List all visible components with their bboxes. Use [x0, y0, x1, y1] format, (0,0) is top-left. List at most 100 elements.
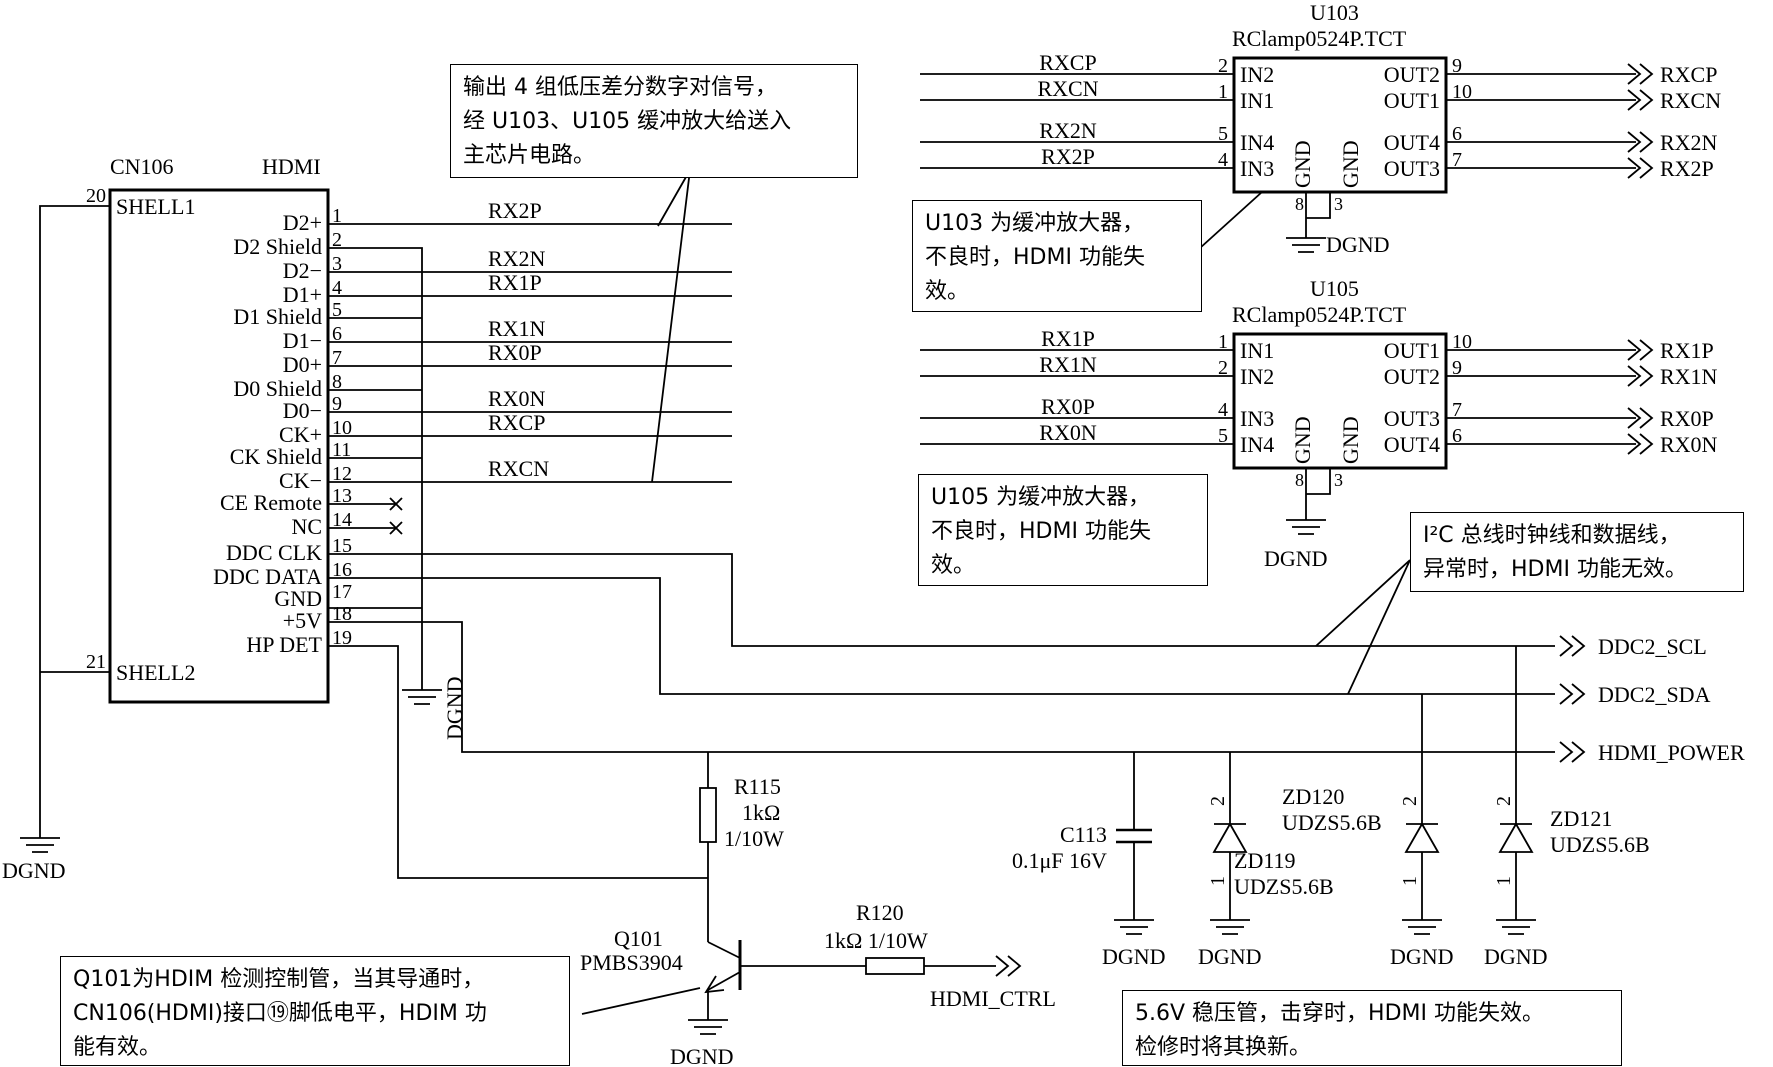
signal-arrow-icon [1627, 407, 1654, 429]
r115-ref: R115 [734, 774, 781, 799]
net-label: RX1P [488, 270, 542, 295]
u105-output-pin-label: OUT2 [1384, 364, 1440, 389]
u105-dgnd-label: DGND [1264, 546, 1328, 571]
note-line: 输出 4 组低压差分数字对信号， [463, 75, 777, 100]
u103-input-net: RX2P [1041, 144, 1095, 169]
u105-part: RClamp0524P.TCT [1232, 302, 1407, 327]
cn106-pin-number: 9 [332, 393, 342, 415]
u105-input-pin-label: IN4 [1240, 432, 1274, 457]
u103-dgnd-label: DGND [1326, 232, 1390, 257]
cn106-type: HDMI [262, 154, 321, 179]
u103-output-pin-number: 7 [1452, 149, 1462, 171]
cn106-pin-number: 15 [332, 535, 352, 557]
u105-output-pin-number: 7 [1452, 399, 1462, 421]
i2c-note: I²C 总线时钟线和数据线， 异常时，HDMI 功能无效。 [1410, 512, 1744, 592]
zener-cathode-pin: 2 [1207, 796, 1229, 806]
r120-body [865, 957, 925, 975]
dgnd-label-vertical: DGND [442, 676, 467, 740]
q101-note-pointer [581, 987, 701, 1015]
r120-ref: R120 [856, 900, 904, 925]
u103-part: RClamp0524P.TCT [1232, 26, 1407, 51]
cn106-pin-number: 8 [332, 371, 342, 393]
u103-output-pin-number: 10 [1452, 81, 1472, 103]
zd120-ref: ZD120 [1282, 784, 1344, 809]
nc-cross-icon [389, 521, 403, 535]
cn106-pin-number: 1 [332, 205, 342, 227]
signal-arrow-icon [1627, 131, 1654, 153]
r115-value: 1kΩ [742, 800, 780, 825]
cn106-pin-number: 20 [86, 185, 106, 207]
cn106-pin-label: CK− [279, 468, 322, 493]
u103-input-pin-number: 4 [1218, 149, 1228, 171]
note-line: 不良时，HDMI 功能失 [925, 245, 1145, 270]
u103-input-net: RX2N [1039, 118, 1097, 143]
u105-input-pin-label: IN2 [1240, 364, 1274, 389]
note-line: 经 U103、U105 缓冲放大给送入 [463, 109, 792, 134]
sda-arrow [1559, 683, 1586, 705]
cn106-pin-label: D2− [283, 258, 322, 283]
shield-bus [328, 247, 423, 690]
u103-ref: U103 [1310, 0, 1359, 25]
note-line: 异常时，HDMI 功能无效。 [1423, 557, 1687, 582]
u103-gnd-pin-8: 8 [1295, 194, 1304, 214]
u103-output-pin-number: 9 [1452, 55, 1462, 77]
u105-output-pin-label: OUT4 [1384, 432, 1440, 457]
u103-body [1232, 56, 1448, 194]
zener-cathode-pin: 2 [1399, 796, 1421, 806]
ddc-data-wire [328, 577, 1555, 695]
cn106-pin-label: D2 Shield [233, 234, 322, 259]
zener-dgnd-label: DGND [1484, 944, 1548, 969]
u105-output-pin-number: 6 [1452, 425, 1462, 447]
cn106-pin-number: 12 [332, 463, 352, 485]
u103-output-net: RX2N [1660, 130, 1718, 155]
output-signals-note: 输出 4 组低压差分数字对信号， 经 U103、U105 缓冲放大给送入 主芯片… [450, 64, 858, 178]
u105-ground-symbol [1286, 519, 1326, 535]
cn106-pin-number: 14 [332, 509, 352, 531]
cn106-pin-label: CK+ [279, 422, 322, 447]
cn106-pin-number: 13 [332, 485, 352, 507]
cn106-pin-label: D2+ [283, 210, 322, 235]
signal-arrow-icon [1627, 157, 1654, 179]
cn106-pin-number: 21 [86, 651, 106, 673]
c113-value: 0.1μF 16V [1012, 848, 1107, 873]
c113-dgnd-label: DGND [1102, 944, 1166, 969]
cn106-pin-number: 10 [332, 417, 352, 439]
u105-output-net: RX0N [1660, 432, 1718, 457]
u105-gnd-label-a: GND [1290, 416, 1315, 464]
note-line: U105 为缓冲放大器， [931, 485, 1151, 510]
u105-output-pin-number: 9 [1452, 357, 1462, 379]
u105-input-pin-label: IN1 [1240, 338, 1274, 363]
cn106-pin-label: +5V [283, 608, 322, 633]
u103-input-pin-number: 5 [1218, 123, 1228, 145]
net-label: RX0P [488, 340, 542, 365]
u105-output-net: RX0P [1660, 406, 1714, 431]
ground-symbol [1210, 919, 1250, 935]
zener-dgnd-label: DGND [1390, 944, 1454, 969]
zener-triangle-icon [1212, 822, 1248, 853]
cn106-ref: CN106 [110, 154, 174, 179]
ground-symbol [1402, 919, 1442, 935]
u103-input-net: RXCP [1039, 50, 1096, 75]
u103-input-pin-number: 2 [1218, 55, 1228, 77]
cn106-pin-number: 4 [332, 277, 342, 299]
u105-gnd-label-b: GND [1338, 416, 1363, 464]
signal-arrow-icon [1627, 433, 1654, 455]
q101-part: PMBS3904 [580, 950, 683, 975]
hpdet-wire [328, 645, 708, 879]
ddc2-scl-label: DDC2_SCL [1598, 634, 1707, 659]
cn106-pin-number: 7 [332, 347, 342, 369]
net-label: RX0N [488, 386, 546, 411]
cn106-pin-label: DDC CLK [226, 540, 322, 565]
cn106-pin-label: D0− [283, 398, 322, 423]
cn106-pin-number: 17 [332, 581, 352, 603]
cn106-pin-number: 3 [332, 253, 342, 275]
cn106-body [108, 188, 330, 704]
q101-emitter-arrow [704, 975, 725, 994]
signal-arrow-icon [1627, 339, 1654, 361]
net-label: RX2P [488, 198, 542, 223]
q101-dgnd-label: DGND [670, 1044, 734, 1067]
scl-arrow [1559, 635, 1586, 657]
cn106-pin-label: GND [274, 586, 322, 611]
